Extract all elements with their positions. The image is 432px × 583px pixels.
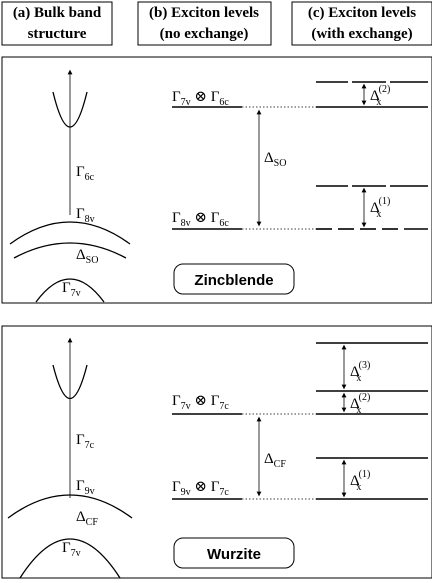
band-label-cond: Γ6c xyxy=(76,164,95,183)
valence-band-split-curve xyxy=(19,538,121,579)
level-lower-label: Γ9v ⊗ Γ7c xyxy=(172,479,229,498)
header-b: (b) Exciton levels (no exchange) xyxy=(137,1,272,46)
valence-band-split-curve xyxy=(35,278,105,303)
level-lower-label: Γ8v ⊗ Γ6c xyxy=(172,210,229,229)
band-label-gap: ΔSO xyxy=(76,247,98,266)
level-upper-label: Γ7v ⊗ Γ7c xyxy=(172,393,229,412)
panel-wurzite: Γ7c Γ9v ΔCF Γ7v Γ7v ⊗ Γ7c Γ9v ⊗ Γ7c ΔCF … xyxy=(1,325,432,579)
valence-band-top-curve xyxy=(7,494,133,519)
header-a: (a) Bulk band structure xyxy=(1,1,113,46)
band-label-cond: Γ7c xyxy=(76,432,95,451)
conduction-band-curve xyxy=(52,364,88,399)
valence-band-mid-curve xyxy=(13,242,127,259)
header-a-line1: (a) Bulk band xyxy=(13,5,102,21)
header-c-line1: (c) Exciton levels xyxy=(308,5,416,21)
panel-frame xyxy=(1,56,432,304)
header-b-line2: (no exchange) xyxy=(160,26,249,42)
level-upper-label: Γ7v ⊗ Γ6c xyxy=(172,89,229,108)
panel-frame xyxy=(1,325,432,579)
header-c: (c) Exciton levels (with exchange) xyxy=(291,1,432,46)
band-label-val-bottom: Γ7v xyxy=(62,540,81,559)
valence-band-top-curve xyxy=(9,221,131,245)
crystal-name-box xyxy=(173,537,295,569)
crystal-name: Zincblende xyxy=(194,272,273,289)
split-label: ΔCF xyxy=(264,451,286,470)
split-label: ΔSO xyxy=(264,150,286,169)
band-label-val-top: Γ9v xyxy=(76,478,95,497)
header-a-line2: structure xyxy=(28,26,87,42)
crystal-name: Wurzite xyxy=(207,546,261,563)
exchange-label: Δ(2)x xyxy=(370,84,390,108)
header-c-line2: (with exchange) xyxy=(311,26,412,42)
exchange-label: Δ(1)x xyxy=(350,469,370,493)
band-label-val-top: Γ8v xyxy=(76,206,95,225)
exchange-label: Δ(2)x xyxy=(350,392,370,416)
panel-zincblende: Γ6c Γ8v ΔSO Γ7v Γ7v ⊗ Γ6c Γ8v ⊗ Γ6c ΔSO … xyxy=(1,56,432,304)
band-label-gap: ΔCF xyxy=(76,509,98,528)
crystal-name-box xyxy=(173,263,295,295)
header-b-line1: (b) Exciton levels xyxy=(149,5,259,21)
exchange-label: Δ(3)x xyxy=(350,360,370,384)
exchange-label: Δ(1)x xyxy=(370,196,390,220)
band-label-val-bottom: Γ7v xyxy=(62,280,81,299)
conduction-band-curve xyxy=(52,91,88,128)
